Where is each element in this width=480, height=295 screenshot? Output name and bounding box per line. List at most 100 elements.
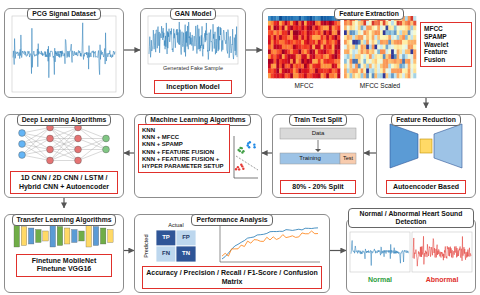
heatmap-cell <box>276 49 279 54</box>
heatmap-cell <box>334 73 337 78</box>
heatmap-cell <box>268 73 271 78</box>
heatmap-cell <box>391 21 394 26</box>
heatmap-cell <box>332 35 335 40</box>
heatmap-cell <box>279 40 282 45</box>
heatmap-cell <box>279 68 282 73</box>
heatmap-cell <box>358 35 361 40</box>
heatmap-cell <box>312 30 315 35</box>
heatmap-cell <box>271 16 274 21</box>
heatmap-cell <box>347 49 350 54</box>
heatmap-cell <box>366 54 369 59</box>
heatmap-cell <box>293 21 296 26</box>
heatmap-cell <box>383 68 386 73</box>
heatmap-cell <box>279 45 282 50</box>
stage-panel: Deep Learning Algorithms1D CNN / 2D CNN … <box>4 108 124 198</box>
heatmap-cell <box>310 30 313 35</box>
heatmap-cell <box>304 49 307 54</box>
heatmap-cell <box>321 40 324 45</box>
heatmap-cell <box>347 26 350 31</box>
scatter-dot <box>238 168 240 170</box>
heatmap-cell <box>369 26 372 31</box>
heatmap-cell <box>310 54 313 59</box>
matrix-cell <box>176 246 196 262</box>
heatmap-cell <box>344 73 347 78</box>
highlight-box: 1D CNN / 2D CNN / LSTM / Hybrid CNN + Au… <box>10 171 118 194</box>
heatmap-cell <box>402 40 405 45</box>
figure-label: FN <box>156 250 176 257</box>
heatmap-cell <box>386 73 389 78</box>
heatmap-cell <box>290 59 293 64</box>
heatmap-cell <box>369 40 372 45</box>
heatmap-cell <box>310 21 313 26</box>
heatmap-cell <box>388 49 391 54</box>
heatmap-cell <box>315 49 318 54</box>
split-arrow-head <box>315 149 321 152</box>
heatmap-cell <box>276 54 279 59</box>
heatmap-cell <box>334 26 337 31</box>
heatmap-cell <box>410 64 413 69</box>
heatmap-cell <box>347 73 350 78</box>
heatmap-cell <box>372 64 375 69</box>
flow-arrow <box>425 98 426 108</box>
heatmap-cell <box>276 64 279 69</box>
heatmap-cell <box>310 73 313 78</box>
heatmap-cell <box>287 49 290 54</box>
heatmap-cell <box>282 64 285 69</box>
heatmap-cell <box>410 49 413 54</box>
box-text: KNN + SPAMP <box>142 141 226 148</box>
heatmap-cell <box>315 40 318 45</box>
heatmap-cell <box>386 64 389 69</box>
heatmap-cell <box>344 26 347 31</box>
nn-link <box>78 139 106 150</box>
heatmap-cell <box>332 59 335 64</box>
heatmap-cell <box>347 30 350 35</box>
heatmap-cell <box>344 40 347 45</box>
heatmap-cell <box>344 45 347 50</box>
heatmap-cell <box>290 30 293 35</box>
scatter-dot <box>242 168 244 170</box>
heatmap-cell <box>374 59 377 64</box>
heatmap-cell <box>287 64 290 69</box>
heatmap-cell <box>386 26 389 31</box>
heatmap-cell <box>282 26 285 31</box>
nn-link <box>78 139 106 150</box>
heatmap-cell <box>388 54 391 59</box>
heatmap-cell <box>279 73 282 78</box>
highlight-box: Accuracy / Precision / Recall / F1-Score… <box>142 266 322 289</box>
heatmap-cell <box>304 30 307 35</box>
heatmap-cell <box>329 16 332 21</box>
stage-panel: PCG Signal Dataset <box>4 2 124 98</box>
box-text: Accuracy / Precision / Recall / F1-Score… <box>146 269 318 286</box>
heatmap-cell <box>276 26 279 31</box>
heatmap-cell <box>408 21 411 26</box>
heatmap-cell <box>402 54 405 59</box>
heatmap-cell <box>315 54 318 59</box>
heatmap-cell <box>361 30 364 35</box>
nn-link <box>22 128 50 134</box>
heatmap-cell <box>347 35 350 40</box>
heatmap-cell <box>323 35 326 40</box>
heatmap-cell <box>301 73 304 78</box>
heatmap-cell <box>293 30 296 35</box>
heatmap-cell <box>350 45 353 50</box>
heatmap-cell <box>290 64 293 69</box>
heatmap-cell <box>304 64 307 69</box>
heatmap-cell <box>290 45 293 50</box>
box-text: Inception Model <box>158 83 228 91</box>
heatmap-cell <box>310 59 313 64</box>
heatmap-cell <box>279 54 282 59</box>
nn-neuron <box>103 146 110 153</box>
heatmap-cell <box>274 40 277 45</box>
heatmap-cell <box>355 40 358 45</box>
heatmap-cell <box>405 59 408 64</box>
heatmap-cell <box>312 68 315 73</box>
heatmap-cell <box>310 45 313 50</box>
heatmap-cell <box>304 73 307 78</box>
heatmap-cell <box>334 49 337 54</box>
heatmap-cell <box>293 26 296 31</box>
heatmap-cell <box>326 64 329 69</box>
heatmap-cell <box>380 45 383 50</box>
heatmap-cell <box>369 21 372 26</box>
heatmap-cell <box>350 64 353 69</box>
heatmap-cell <box>352 68 355 73</box>
